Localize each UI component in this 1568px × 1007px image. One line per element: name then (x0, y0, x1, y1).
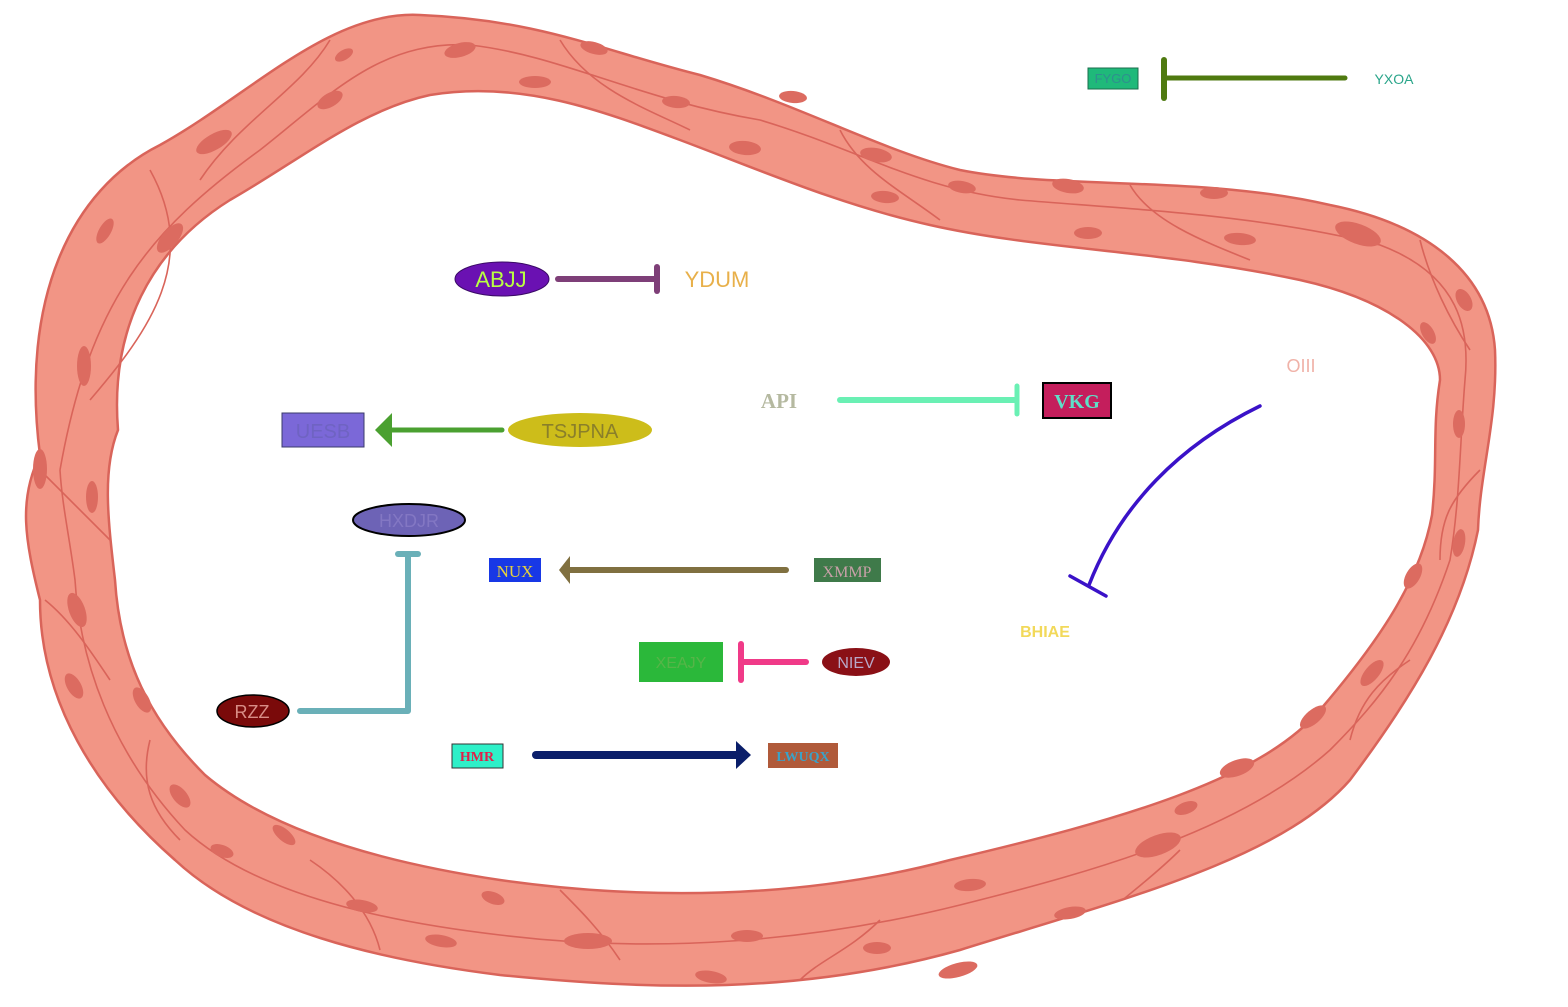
membrane-nucleus (1299, 705, 1327, 729)
membrane-nucleus (196, 129, 232, 155)
node-xeajy: XEAJY (639, 642, 723, 682)
membrane-nucleus (96, 218, 114, 244)
membrane-nucleus (1403, 563, 1423, 589)
membrane-band (24, 13, 1497, 987)
node-lwuqx: LWUQX (768, 743, 838, 768)
membrane-nucleus (580, 41, 608, 55)
membrane-nucleus (77, 346, 91, 386)
membrane-nucleus (1420, 322, 1436, 344)
node-xmmp-label: XMMP (823, 564, 872, 581)
membrane-nucleus (1052, 178, 1084, 194)
node-niev-label: NIEV (837, 655, 875, 672)
membrane-nucleus (334, 48, 354, 62)
membrane-nucleus (1455, 289, 1473, 311)
membrane-nucleus (729, 140, 761, 156)
membrane-nucleus (444, 42, 476, 58)
node-nux-label: NUX (497, 562, 534, 581)
node-ydum-label: YDUM (685, 267, 750, 292)
membrane-nucleus (863, 942, 891, 954)
node-fygo: FYGO (1087, 67, 1139, 90)
membrane-nucleus (860, 147, 892, 163)
membrane-nucleus (779, 90, 807, 104)
node-niev: NIEV (822, 648, 890, 676)
node-hmr-label: HMR (460, 750, 495, 765)
membrane-nucleus (317, 90, 343, 110)
node-uesb-label: UESB (296, 421, 350, 443)
edge-hmr-lwuqx (532, 741, 751, 769)
membrane-nucleus (1200, 187, 1228, 199)
membrane-nucleus (1452, 529, 1466, 557)
membrane-nucleus (156, 223, 184, 253)
membrane-nucleus (695, 970, 727, 984)
node-hxdjr: HXDJR (352, 503, 466, 537)
membrane-nucleus (425, 934, 457, 948)
membrane-nucleus (132, 687, 152, 713)
edge-tsjpna-uesb (375, 413, 505, 447)
node-vkg-label: VKG (1054, 391, 1100, 413)
membrane-nuclei (33, 41, 1473, 984)
membrane-nucleus (1453, 410, 1465, 438)
membrane-nucleus (210, 844, 234, 858)
membrane-nucleus (1174, 801, 1198, 815)
membrane-nucleus (33, 449, 47, 489)
node-xmmp: XMMP (814, 558, 881, 582)
edges (297, 57, 1348, 769)
membrane-nucleus (67, 592, 87, 628)
membrane-nucleus (662, 95, 690, 109)
node-api-label: API (761, 389, 797, 413)
node-lwuqx-label: LWUQX (776, 750, 829, 765)
membrane-nucleus (64, 673, 84, 699)
cell-membrane (24, 13, 1497, 987)
membrane-nucleus (481, 891, 505, 905)
edge-niev-xeajy (738, 641, 809, 683)
node-fygo-label: FYGO (1095, 71, 1132, 86)
membrane-nucleus (1135, 832, 1181, 858)
node-abjj: ABJJ (454, 261, 550, 297)
membrane-nucleus (564, 933, 612, 949)
edge-api-vkg (837, 383, 1020, 417)
membrane-nucleus (1335, 221, 1381, 247)
node-tsjpna: TSJPNA (508, 413, 652, 447)
node-abjj-label: ABJJ (475, 267, 526, 292)
node-vkg: VKG (1042, 382, 1112, 419)
node-uesb: UESB (281, 412, 365, 448)
membrane-nucleus (871, 190, 899, 204)
node-rzz-label: RZZ (235, 702, 270, 722)
membrane-nucleus (86, 481, 98, 513)
nodes: FYGO YXOA ABJJ YDUM API VKG OIII UESB TS… (216, 67, 1415, 769)
edge-oiii-bhiae (1068, 404, 1262, 598)
membrane-nucleus (272, 824, 296, 846)
node-xeajy-label: XEAJY (656, 655, 707, 672)
membrane-nucleus (938, 961, 978, 979)
membrane-nucleus (1054, 906, 1086, 920)
membrane-nucleus (731, 930, 763, 942)
membrane-nucleus (948, 180, 976, 194)
edge-rzz-hxdjr (297, 551, 421, 714)
node-nux: NUX (489, 558, 541, 582)
node-oiii-label: OIII (1286, 356, 1315, 376)
edge-abjj-ydum (555, 264, 660, 294)
membrane-nucleus (1219, 758, 1255, 778)
node-rzz: RZZ (216, 694, 290, 728)
membrane-nucleus (1224, 232, 1256, 246)
node-bhiae-label: BHIAE (1020, 624, 1070, 641)
membrane-nucleus (519, 76, 551, 88)
node-hmr: HMR (451, 743, 504, 769)
membrane-nucleus (1360, 659, 1384, 687)
node-hxdjr-label: HXDJR (379, 511, 439, 531)
node-tsjpna-label: TSJPNA (542, 421, 619, 443)
edge-fygo-yxoa (1161, 57, 1348, 101)
membrane-nucleus (954, 878, 986, 892)
node-yxoa-label: YXOA (1375, 71, 1415, 87)
membrane-nucleus (1074, 227, 1102, 239)
membrane-nucleus (169, 784, 191, 808)
edge-xmmp-nux (559, 556, 789, 584)
membrane-nucleus (346, 899, 378, 913)
